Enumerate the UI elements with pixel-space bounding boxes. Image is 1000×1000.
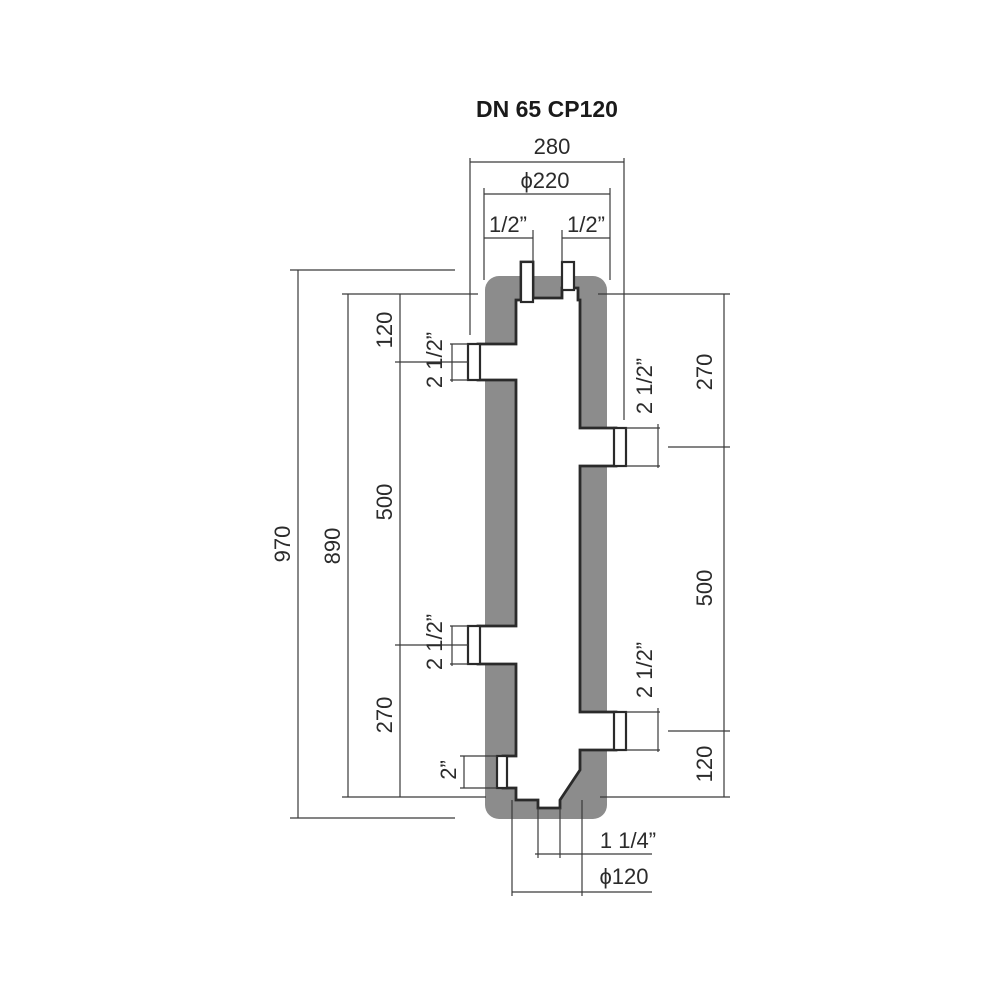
left-dimensions xyxy=(290,269,497,819)
left-upper-connection-label: 2 1/2” xyxy=(422,332,447,388)
top-left-connection-label: 1/2” xyxy=(489,212,527,237)
drawing-title: DN 65 CP120 xyxy=(476,96,618,122)
left-bottom-nozzle xyxy=(495,754,509,790)
top-right-connection-label: 1/2” xyxy=(567,212,605,237)
right-top-offset-label: 270 xyxy=(692,354,717,391)
right-upper-nozzle xyxy=(612,426,628,468)
left-lower-nozzle xyxy=(466,624,482,666)
bottom-left-connection-label: 2” xyxy=(436,760,461,780)
left-top-offset-label: 120 xyxy=(372,312,397,349)
total-height-label: 970 xyxy=(270,526,295,563)
left-bottom-offset-label: 270 xyxy=(372,697,397,734)
top-right-socket xyxy=(560,260,576,292)
top-dimensions xyxy=(469,158,625,420)
overall-width-label: 280 xyxy=(534,134,571,159)
right-spacing-label: 500 xyxy=(692,570,717,607)
left-lower-connection-label: 2 1/2” xyxy=(422,614,447,670)
body-height-label: 890 xyxy=(320,528,345,565)
top-left-socket xyxy=(519,260,535,304)
bottom-dimensions xyxy=(511,800,652,896)
right-lower-connection-label: 2 1/2” xyxy=(632,642,657,698)
bottom-diameter-label: ϕ120 xyxy=(599,864,648,889)
bottom-connection-label: 1 1/4” xyxy=(600,828,656,853)
right-bottom-offset-label: 120 xyxy=(692,746,717,783)
body-diameter-label: ϕ220 xyxy=(520,168,569,193)
right-upper-connection-label: 2 1/2” xyxy=(632,358,657,414)
left-spacing-label: 500 xyxy=(372,484,397,521)
left-upper-nozzle xyxy=(466,342,482,382)
right-dimensions xyxy=(598,293,730,798)
right-lower-nozzle xyxy=(612,710,628,752)
